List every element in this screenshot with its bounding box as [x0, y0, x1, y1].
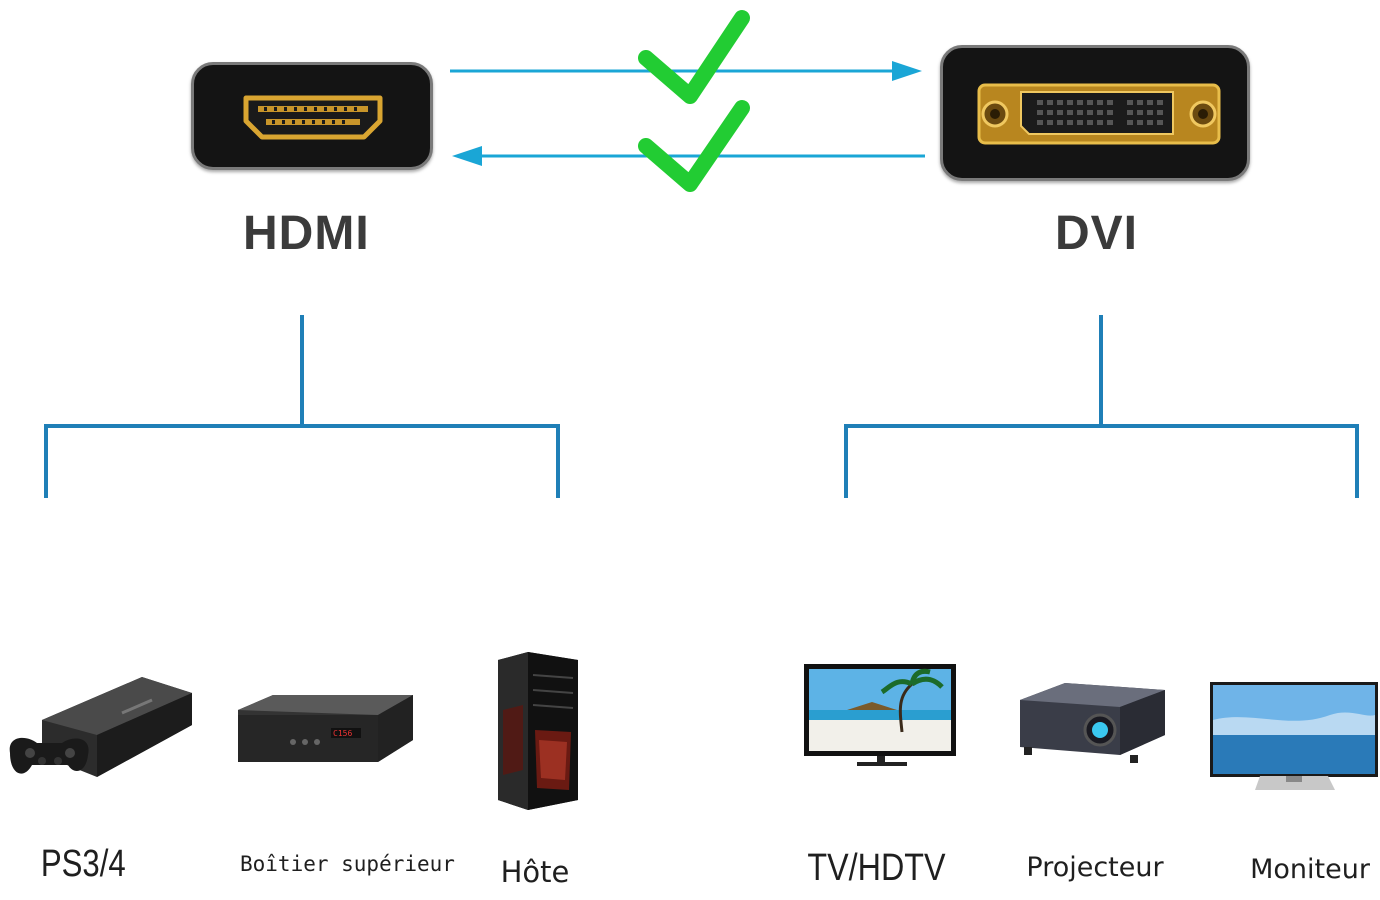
device-label-host: Hôte — [500, 855, 570, 889]
hdmi-port-icon — [243, 95, 383, 140]
box-display: C156 — [333, 729, 352, 738]
device-label-tv: TV/HDTV — [807, 847, 946, 889]
dvi-label: DVI — [1055, 207, 1139, 260]
dvi-connector — [940, 45, 1250, 181]
arrow-right-head — [892, 61, 922, 81]
dvi-tree-lines — [844, 315, 1359, 498]
check-icon — [638, 100, 750, 192]
hdmi-label: HDMI — [243, 207, 370, 260]
tv-icon — [804, 664, 956, 766]
monitor-icon — [1210, 682, 1378, 790]
desktop-tower-icon — [498, 652, 578, 810]
device-label-set-top-box: Boîtier supérieur — [240, 852, 455, 876]
device-label-ps34: PS3/4 — [40, 843, 126, 885]
arrow-left-head — [452, 146, 482, 166]
set-top-box-icon: C156 — [238, 695, 413, 762]
hdmi-connector — [191, 62, 433, 170]
game-console-icon — [9, 677, 192, 777]
device-label-monitor: Moniteur — [1250, 854, 1370, 885]
dvi-port-icon — [977, 83, 1221, 145]
projector-icon — [1020, 683, 1165, 763]
device-label-projector: Projecteur — [1026, 852, 1164, 883]
hdmi-tree-lines — [44, 315, 560, 498]
check-icon — [638, 10, 750, 104]
